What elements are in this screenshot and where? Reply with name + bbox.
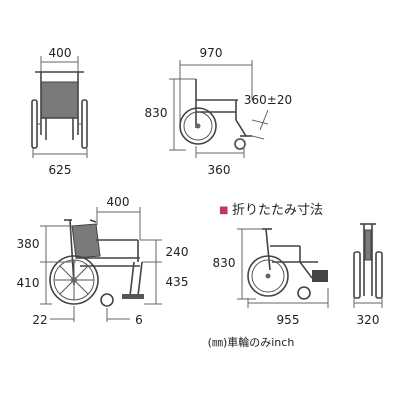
front-width-label: 400 — [49, 46, 72, 60]
detail-wheel-front-label: 6 — [135, 313, 143, 327]
detail-armrest-label: 240 — [166, 245, 189, 259]
folded-height-label: 830 — [213, 256, 236, 270]
detail-side-view: 400 380 410 240 — [17, 195, 189, 327]
detail-back-height-label: 380 — [17, 237, 40, 251]
folded-section: ■ 折りたたみ寸法 830 955 — [213, 203, 383, 327]
side-view: 970 830 360±20 360 — [145, 46, 293, 177]
folded-front-view: 320 — [353, 223, 383, 327]
folded-side-view: 830 955 — [213, 228, 329, 327]
front-overall-label: 625 — [49, 163, 72, 177]
units-footnote: (㎜)車輪のみinch — [208, 335, 295, 349]
folded-width-label: 320 — [357, 313, 380, 327]
folded-title: 折りたたみ寸法 — [232, 203, 323, 218]
side-length-label: 970 — [200, 46, 223, 60]
front-view: 400 625 — [31, 46, 88, 177]
side-seat-depth-label: 360 — [208, 163, 231, 177]
side-height-label: 830 — [145, 106, 168, 120]
detail-seat-height-label: 410 — [17, 276, 40, 290]
detail-armrest-height-label: 435 — [166, 275, 189, 289]
footrest-range-label: 360±20 — [244, 93, 292, 107]
detail-seat-width-label: 400 — [107, 195, 130, 209]
folded-length-label: 955 — [277, 313, 300, 327]
folded-marker: ■ — [219, 205, 228, 216]
detail-wheel-rear-label: 22 — [32, 313, 47, 327]
